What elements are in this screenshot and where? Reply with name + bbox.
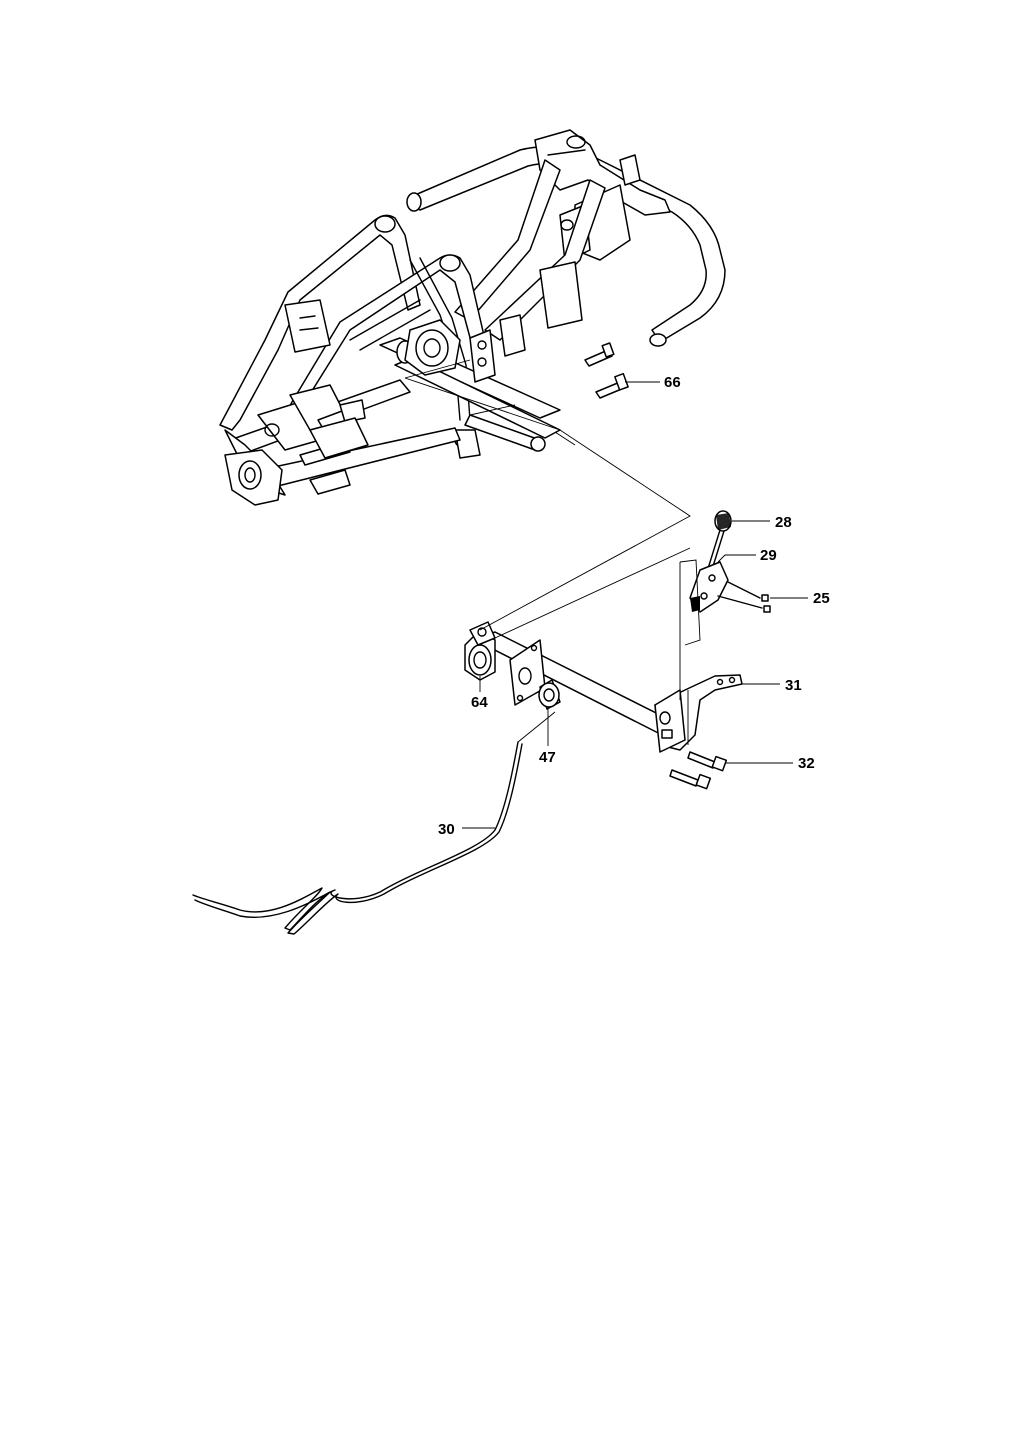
callout-30: 30 [438, 821, 455, 838]
bolt-66-pair [584, 342, 629, 399]
bracket-31 [654, 674, 743, 753]
assembly-lines [404, 359, 701, 745]
callout-28: 28 [775, 514, 792, 531]
cable-30 [192, 741, 523, 935]
callout-25: 25 [813, 590, 830, 607]
bushing-47 [538, 679, 561, 710]
bolts-32 [669, 751, 728, 790]
callout-66: 66 [664, 374, 681, 391]
callout-64: 64 [471, 694, 488, 711]
lever-assembly [689, 510, 771, 613]
frame-assembly [219, 129, 726, 506]
callout-31: 31 [785, 677, 802, 694]
callout-32: 32 [798, 755, 815, 772]
callout-labels: 66 28 29 25 31 64 47 32 30 [438, 374, 830, 838]
callout-leaders [462, 381, 808, 829]
callout-47: 47 [539, 749, 556, 766]
callout-29: 29 [760, 547, 777, 564]
